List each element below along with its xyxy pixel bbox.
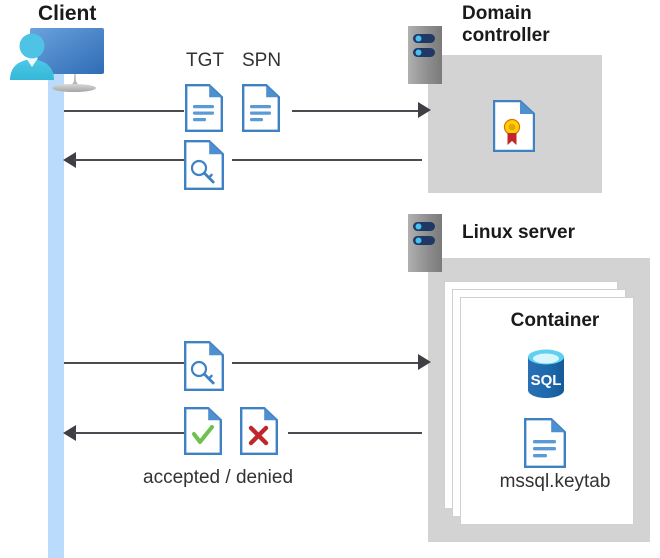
flow-4-line-right [288, 432, 422, 434]
spn-document-icon [242, 84, 280, 132]
spn-label: SPN [242, 50, 282, 71]
container-card-front [460, 297, 634, 525]
tgt-label: TGT [186, 50, 224, 71]
client-workstation-icon [8, 26, 118, 94]
svg-text:SQL: SQL [531, 372, 562, 389]
flow-2-arrowhead [62, 152, 76, 173]
server-rack-icon-linux-server [408, 214, 442, 272]
certificate-document-icon [492, 99, 536, 153]
flow-4-line-left [74, 432, 184, 434]
flow-4-arrowhead [62, 425, 76, 446]
client-label: Client [38, 2, 97, 25]
flow-3-line-right [232, 362, 422, 364]
tgt-document-icon [185, 84, 223, 132]
flow-3-arrowhead [418, 354, 432, 375]
ticket-key-document-icon [184, 140, 224, 190]
accepted-document-icon [184, 407, 222, 455]
client-lifeline [48, 60, 64, 558]
container-label: Container [510, 310, 600, 331]
denied-document-icon [240, 407, 278, 455]
accepted-denied-label: accepted / denied [143, 467, 294, 488]
request-key-document-icon [184, 341, 224, 391]
flow-3-line-left [64, 362, 184, 364]
linux-server-label: Linux server [462, 222, 575, 243]
keytab-filename-label: mssql.keytab [499, 471, 611, 492]
sql-database-icon: SQL [524, 348, 568, 400]
flow-1-line-right [292, 110, 422, 112]
flow-1-line-left [64, 110, 184, 112]
keytab-document-icon [524, 418, 566, 468]
flow-1-arrowhead [418, 102, 432, 123]
domain-controller-label: Domain controller [462, 3, 550, 46]
flow-2-line-left [74, 159, 184, 161]
flow-2-line-right [232, 159, 422, 161]
server-rack-icon-domain-controller [408, 26, 442, 84]
